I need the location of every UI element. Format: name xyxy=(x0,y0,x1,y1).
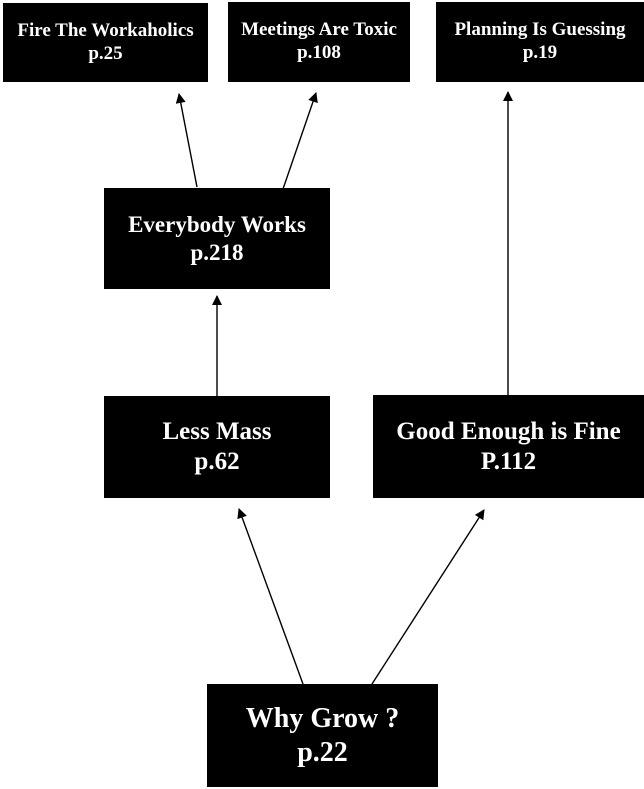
arrow-everybody-works-to-meetings-are-toxic xyxy=(282,92,318,190)
node-planning-is-guessing: Planning Is Guessing p.19 xyxy=(436,2,644,82)
node-page-ref: p.19 xyxy=(522,42,558,63)
arrow-why-grow-to-good-enough-is-fine xyxy=(371,509,485,685)
arrow-everybody-works-to-fire-the-workaholics xyxy=(175,93,198,188)
node-why-grow: Why Grow ? p.22 xyxy=(207,684,438,787)
node-page-ref: p.62 xyxy=(194,448,240,475)
node-page-ref: p.218 xyxy=(190,239,244,265)
node-title: Fire The Workaholics xyxy=(17,19,194,41)
node-title: Why Grow ? xyxy=(245,702,400,734)
node-title: Less Mass xyxy=(162,418,272,445)
node-good-enough-is-fine: Good Enough is Fine P.112 xyxy=(373,395,644,498)
node-page-ref: p.25 xyxy=(88,42,123,64)
node-meetings-are-toxic: Meetings Are Toxic p.108 xyxy=(228,2,410,82)
node-fire-the-workaholics: Fire The Workaholics p.25 xyxy=(3,3,208,82)
node-title: Planning Is Guessing xyxy=(454,19,626,41)
node-title: Good Enough is Fine xyxy=(396,417,621,445)
node-title: Meetings Are Toxic xyxy=(241,19,397,41)
node-title: Everybody Works xyxy=(128,211,306,237)
node-everybody-works: Everybody Works p.218 xyxy=(104,188,330,289)
node-page-ref: P.112 xyxy=(480,447,537,475)
arrow-why-grow-to-less-mass xyxy=(237,508,304,685)
node-page-ref: p.108 xyxy=(297,42,341,63)
node-page-ref: p.22 xyxy=(297,736,348,768)
node-less-mass: Less Mass p.62 xyxy=(104,396,330,498)
